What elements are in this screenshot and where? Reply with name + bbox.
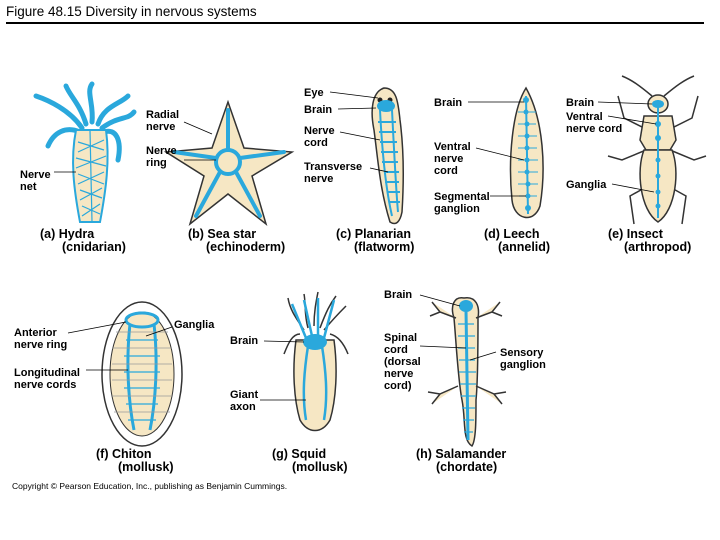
label-ganglia-e: Ganglia xyxy=(566,179,607,191)
insect-illustration xyxy=(607,75,707,225)
figure-title: Figure 48.15 Diversity in nervous system… xyxy=(6,4,257,19)
label-ganglia-f: Ganglia xyxy=(174,319,215,331)
caption-a: (a) Hydra(cnidarian) xyxy=(40,227,126,254)
caption-e: (e) Insect(arthropod) xyxy=(608,227,691,254)
copyright-notice: Copyright © Pearson Education, Inc., pub… xyxy=(12,481,288,491)
label-brain-e: Brain xyxy=(566,97,594,109)
leader-lines xyxy=(54,91,657,401)
title-rule xyxy=(6,22,704,24)
label-brain-h: Brain xyxy=(384,289,412,301)
caption-d: (d) Leech(annelid) xyxy=(484,227,550,254)
sea-star-illustration xyxy=(163,99,295,227)
label-brain-g: Brain xyxy=(230,335,258,347)
caption-f: (f) Chiton(mollusk) xyxy=(96,447,174,474)
caption-b: (b) Sea star(echinoderm) xyxy=(188,227,285,254)
label-brain-d: Brain xyxy=(434,97,462,109)
label-eye: Eye xyxy=(304,87,324,99)
caption-c: (c) Planarian(flatworm) xyxy=(336,227,414,254)
leech-illustration xyxy=(509,86,544,219)
caption-h: (h) Salamander(chordate) xyxy=(416,447,506,474)
caption-g: (g) Squid(mollusk) xyxy=(272,447,348,474)
label-brain-c: Brain xyxy=(304,104,332,116)
chiton-illustration xyxy=(101,301,183,447)
planarian-illustration xyxy=(371,87,405,225)
hydra-illustration xyxy=(33,81,137,223)
salamander-illustration xyxy=(427,297,507,448)
squid-illustration xyxy=(283,291,349,432)
